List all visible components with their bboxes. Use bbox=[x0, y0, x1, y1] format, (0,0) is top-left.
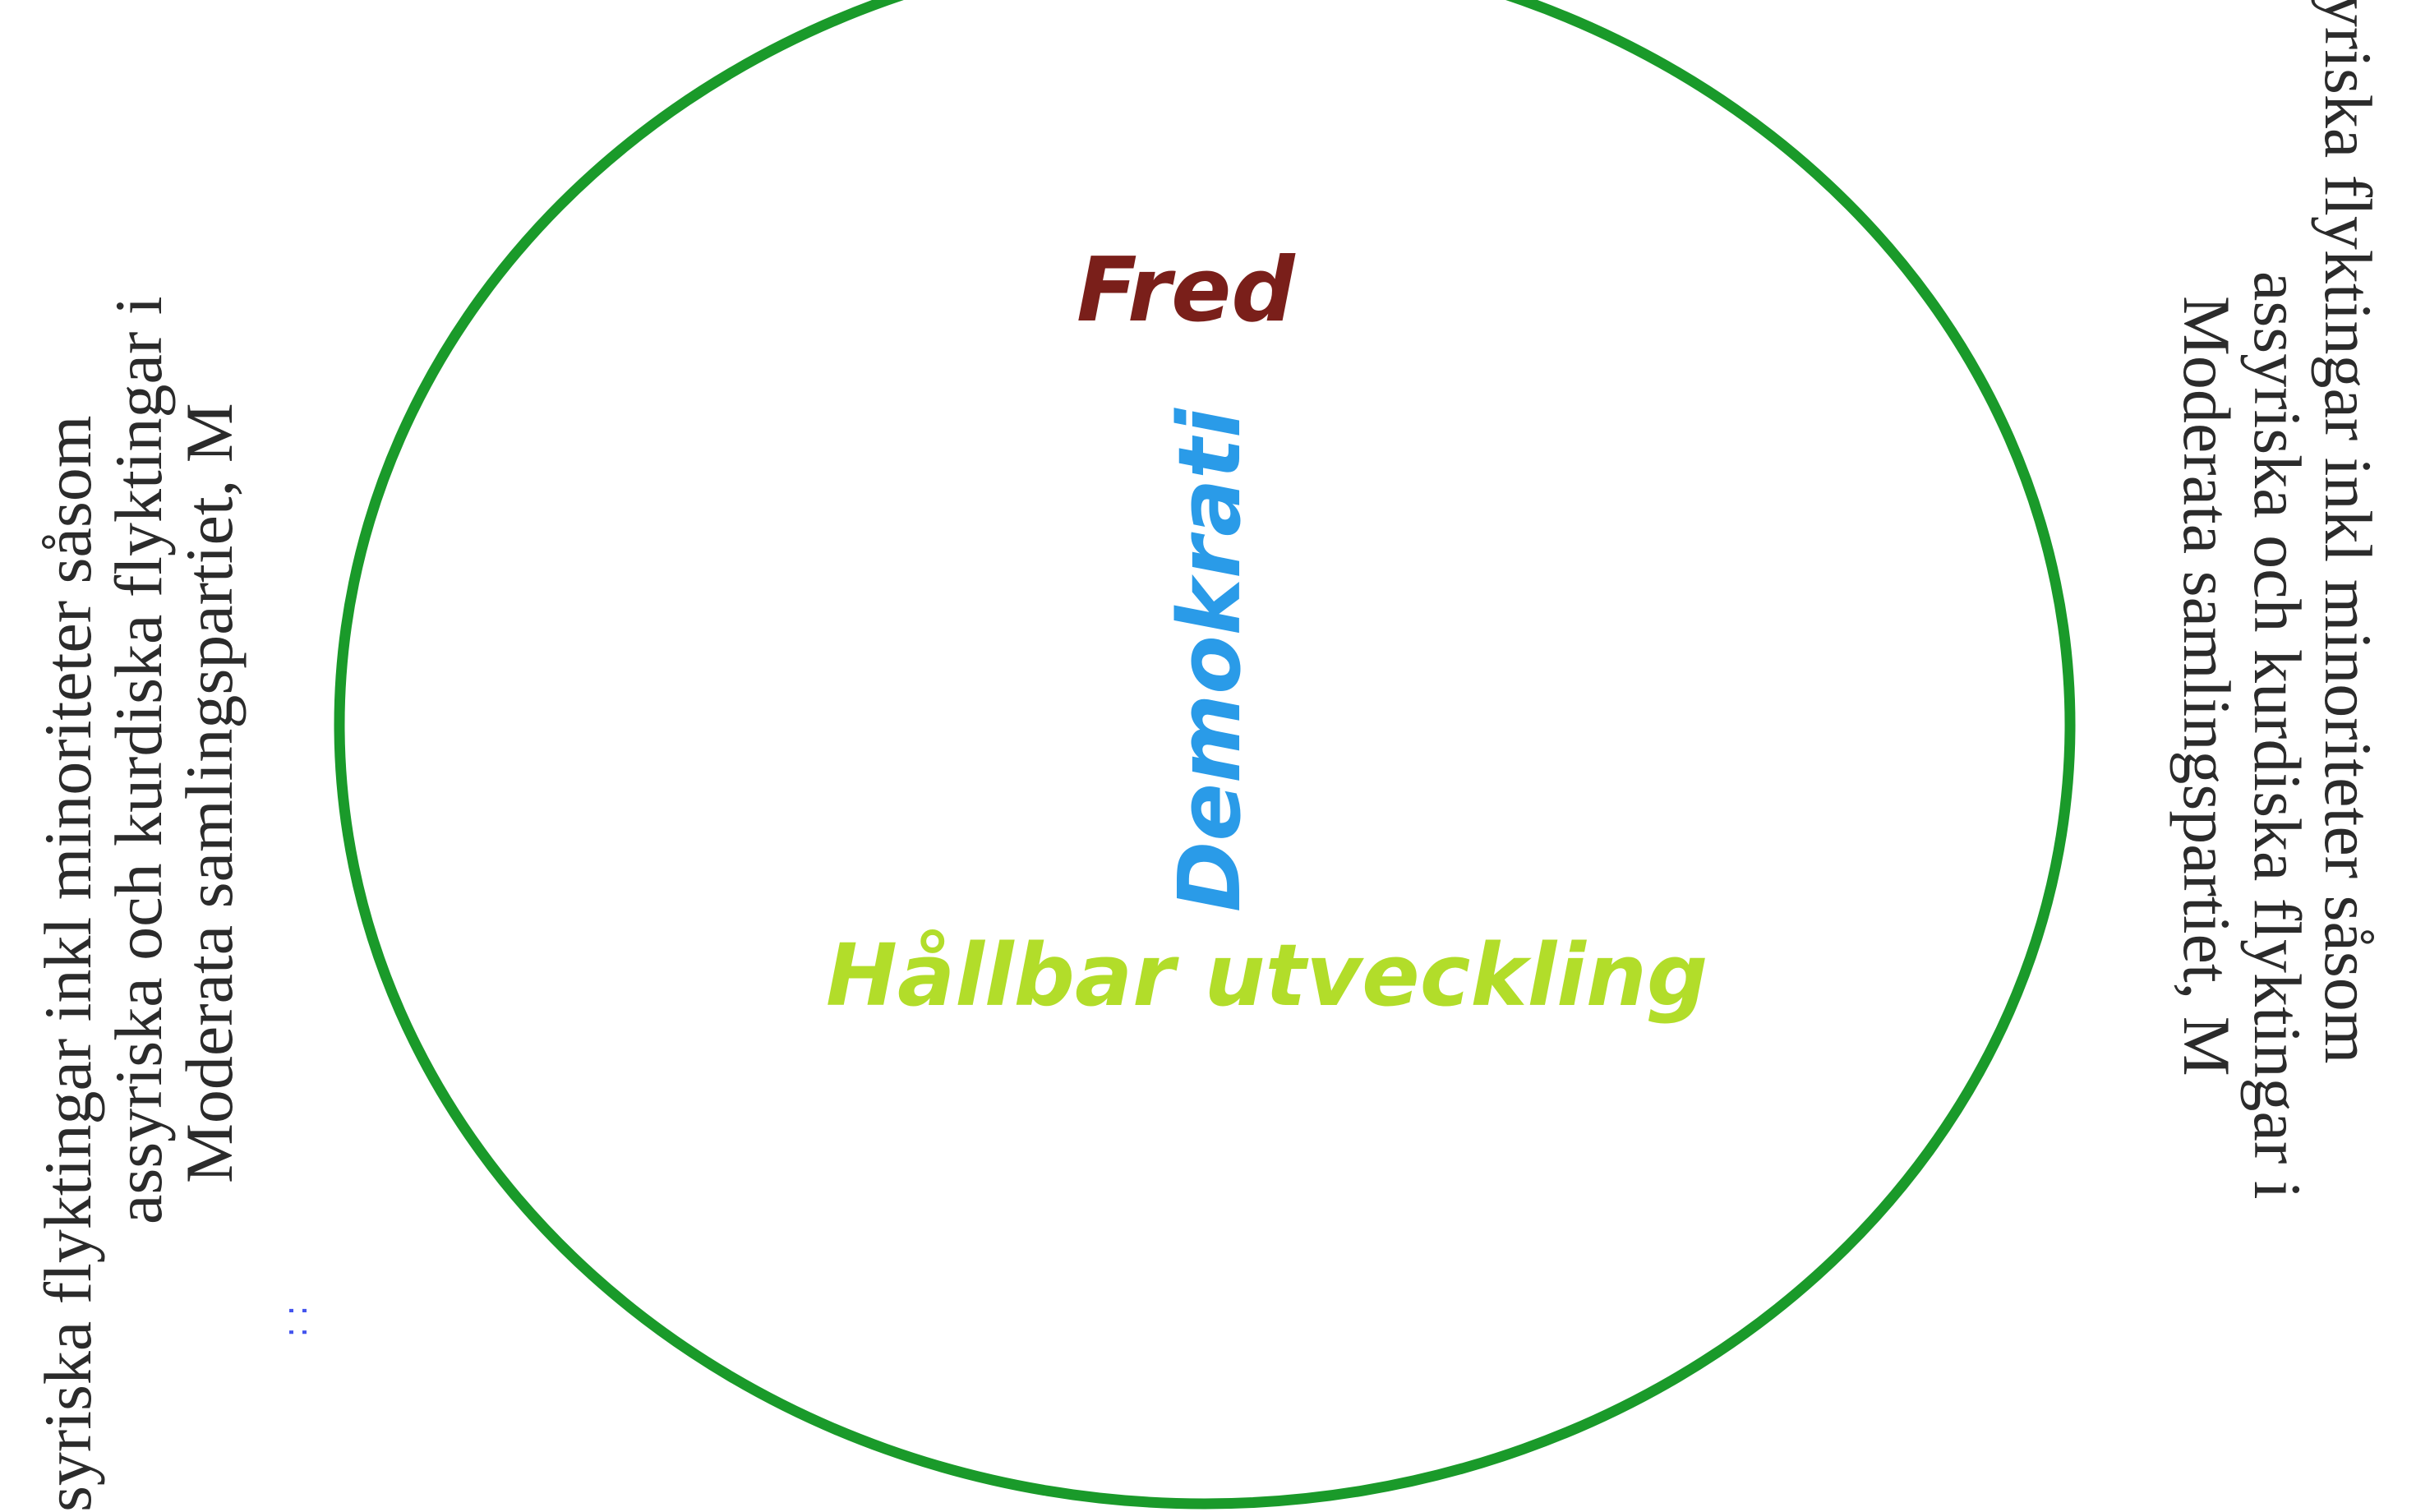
left-text-line-1: syriska flyktingar inkl minoriteter såso… bbox=[30, 415, 105, 1512]
dots-marker: : : bbox=[276, 1305, 315, 1338]
right-text-line-2: assyriska och kurdiska flyktingar i bbox=[2240, 271, 2315, 1200]
left-text-line-2: assyriska och kurdiska flyktingar i bbox=[101, 296, 176, 1224]
left-side-text: syriska flyktingar inkl minoriteter såso… bbox=[30, 296, 247, 1512]
word-fred: Fred bbox=[1077, 239, 1295, 342]
left-text-line-3: Moderata samlingspartiet, M bbox=[172, 403, 247, 1183]
green-circle bbox=[334, 0, 2076, 1510]
right-text-line-3: Moderata samlingspartiet, M bbox=[2169, 296, 2244, 1076]
right-side-text: syriska flyktingar inkl minoriteter såso… bbox=[2169, 0, 2386, 1200]
right-text-line-1: syriska flyktingar inkl minoriteter såso… bbox=[2311, 0, 2386, 1064]
word-hallbar-utveckling: Hållbar utveckling bbox=[826, 925, 1708, 1026]
word-demokrati: Demokrati bbox=[1160, 408, 1260, 912]
